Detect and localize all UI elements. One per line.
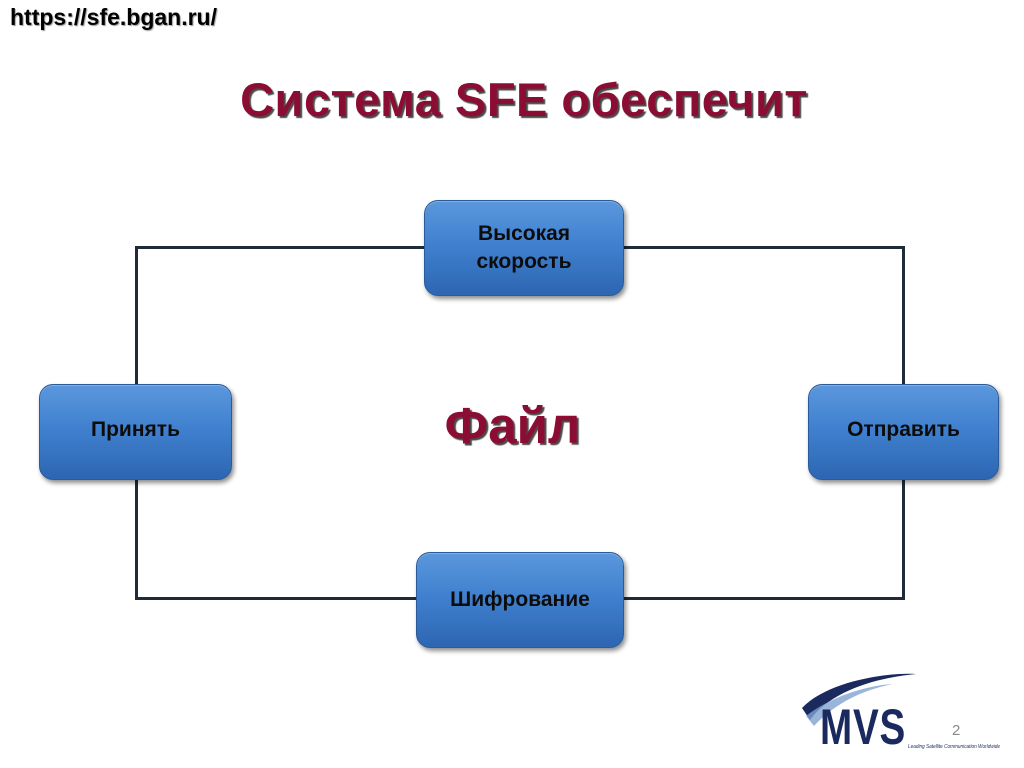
node-send: Отправить xyxy=(808,384,999,480)
node-encryption: Шифрование xyxy=(416,552,624,648)
page-number: 2 xyxy=(952,722,961,739)
node-encryption-label: Шифрование xyxy=(450,587,590,611)
logo-swoosh-light xyxy=(806,684,892,726)
slide-title: Система SFE обеспечит xyxy=(240,73,808,126)
node-send-label: Отправить xyxy=(847,418,960,441)
logo-text: MVS xyxy=(820,699,906,752)
node-high-speed: Высокая скорость xyxy=(424,200,624,296)
site-url: https://sfe.bgan.ru/ xyxy=(10,4,217,30)
mvs-logo: MVS Leading Satellite Communication Worl… xyxy=(802,673,1000,752)
center-file-label: Файл xyxy=(444,397,581,454)
node-receive: Принять xyxy=(39,384,232,480)
node-high-speed-label: Высокая скорость xyxy=(476,221,572,273)
logo-tagline: Leading Satellite Communication Worldwid… xyxy=(908,744,1000,750)
node-receive-label: Принять xyxy=(91,418,180,441)
